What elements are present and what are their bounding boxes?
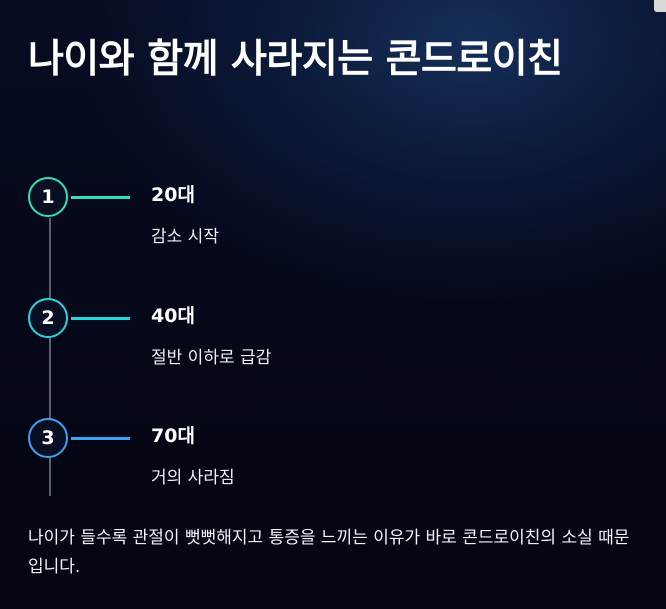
window-corner-chip xyxy=(654,0,666,12)
step-connector xyxy=(71,437,130,440)
step-age-label: 40대 xyxy=(151,305,195,327)
step-description: 감소 시작 xyxy=(151,227,219,247)
timeline-step-1: 1 20대 감소 시작 xyxy=(28,177,628,267)
step-age-label: 20대 xyxy=(151,184,195,206)
step-number-badge: 3 xyxy=(28,418,68,458)
timeline-line xyxy=(49,218,51,496)
step-age-label: 70대 xyxy=(151,425,195,447)
step-description: 절반 이하로 급감 xyxy=(151,348,272,368)
step-connector xyxy=(71,196,130,199)
step-number-badge: 1 xyxy=(28,177,68,217)
footer-text: 나이가 들수록 관절이 뻣뻣해지고 통증을 느끼는 이유가 바로 콘드로이친의 … xyxy=(28,528,630,577)
step-number-badge: 2 xyxy=(28,298,68,338)
page-title: 나이와 함께 사라지는 콘드로이친 xyxy=(28,37,563,82)
step-description: 거의 사라짐 xyxy=(151,468,235,488)
timeline-step-2: 2 40대 절반 이하로 급감 xyxy=(28,298,628,388)
step-connector xyxy=(71,317,130,320)
timeline-step-3: 3 70대 거의 사라짐 xyxy=(28,418,628,508)
